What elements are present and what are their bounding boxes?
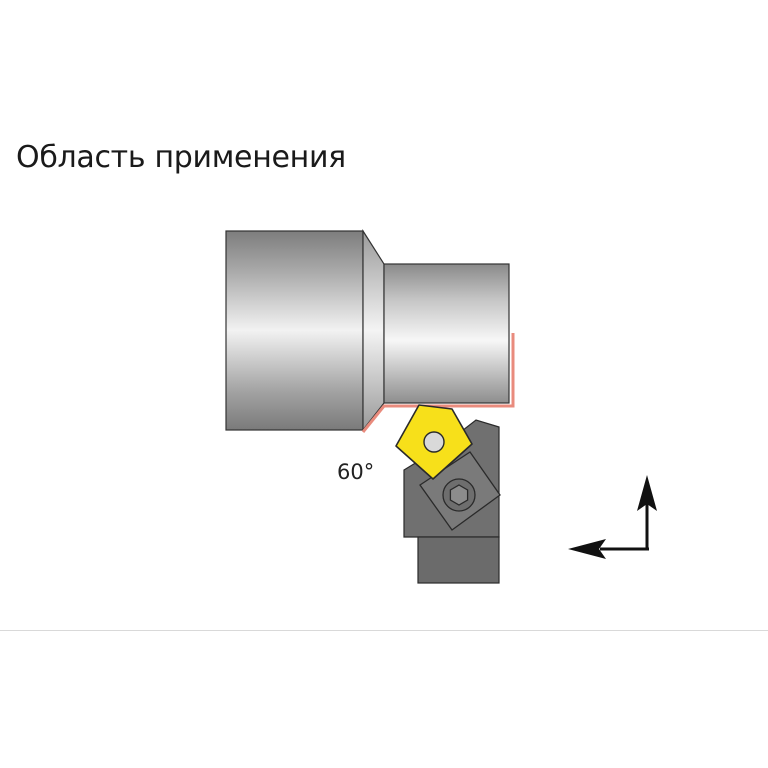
workpiece-small-diameter <box>383 263 510 404</box>
cutting-insert <box>395 404 473 480</box>
arrow-left-icon <box>568 539 606 559</box>
feed-direction-arrows-icon <box>568 475 657 559</box>
tool-holder <box>403 419 501 584</box>
machined-contour <box>361 333 515 433</box>
workpiece <box>225 228 510 432</box>
arrow-up-icon <box>637 475 657 511</box>
bottom-divider <box>0 630 768 631</box>
holder-shank <box>417 536 500 584</box>
workpiece-large-diameter <box>225 230 364 431</box>
page-title: Область применения <box>16 140 346 175</box>
angle-label: 60° <box>337 460 374 484</box>
insert-hole <box>423 431 445 453</box>
workpiece-chamfer <box>362 228 385 432</box>
hex-screw-icon <box>442 478 476 512</box>
